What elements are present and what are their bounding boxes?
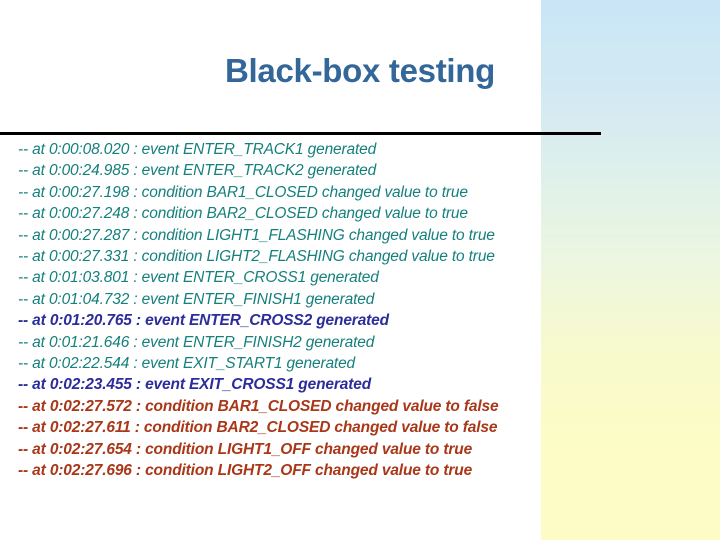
title-divider [0,132,601,135]
log-line: -- at 0:00:27.198 : condition BAR1_CLOSE… [18,183,468,201]
log-line: -- at 0:02:27.696 : condition LIGHT2_OFF… [18,462,473,480]
log-line: -- at 0:01:21.646 : event ENTER_FINISH2 … [18,333,375,351]
log-line: -- at 0:02:27.572 : condition BAR1_CLOSE… [18,397,499,415]
log-line: -- at 0:02:27.654 : condition LIGHT1_OFF… [18,440,473,458]
log-line: -- at 0:00:27.248 : condition BAR2_CLOSE… [18,205,468,223]
log-output-list: -- at 0:00:08.020 : event ENTER_TRACK1 g… [18,139,708,482]
page-title: Black-box testing [225,52,495,89]
log-line: -- at 0:02:23.455 : event EXIT_CROSS1 ge… [18,376,372,394]
log-line: -- at 0:02:27.611 : condition BAR2_CLOSE… [18,419,498,437]
log-line: -- at 0:01:03.801 : event ENTER_CROSS1 g… [18,269,379,287]
log-line: -- at 0:01:20.765 : event ENTER_CROSS2 g… [18,312,389,330]
log-line: -- at 0:00:08.020 : event ENTER_TRACK1 g… [18,141,377,158]
log-line: -- at 0:00:27.331 : condition LIGHT2_FLA… [18,248,495,266]
log-line: -- at 0:02:22.544 : event EXIT_START1 ge… [18,355,356,373]
log-line: -- at 0:00:24.985 : event ENTER_TRACK2 g… [18,162,377,180]
log-line: -- at 0:00:27.287 : condition LIGHT1_FLA… [18,226,495,244]
log-line: -- at 0:01:04.732 : event ENTER_FINISH1 … [18,290,375,308]
